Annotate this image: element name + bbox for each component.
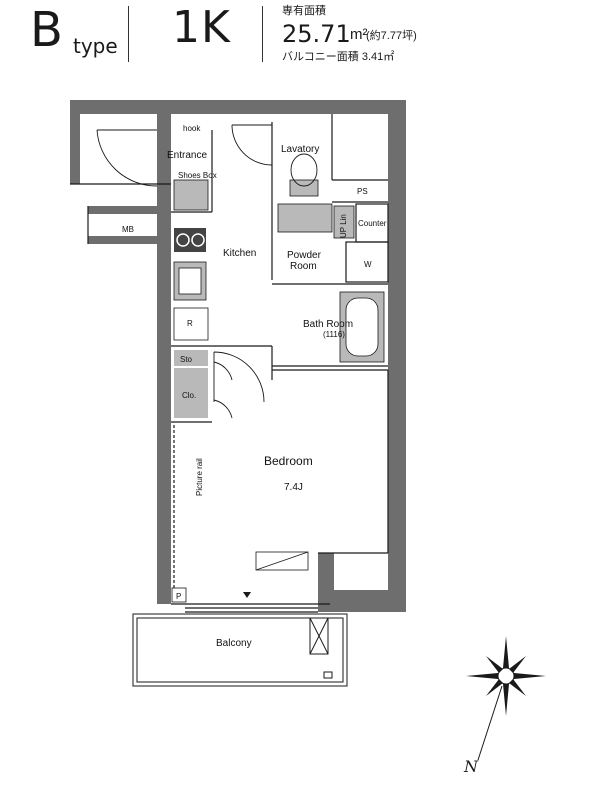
- bedroom-door: [213, 351, 265, 403]
- sink-basin: [178, 267, 202, 295]
- left-wall: [157, 114, 171, 604]
- label-up-lin: UP Lin: [339, 214, 348, 238]
- label-shoes-box: Shoes Box: [178, 171, 217, 180]
- entrance-door: [96, 129, 158, 187]
- balcony-inner: [136, 617, 344, 683]
- compass-spike: [466, 673, 498, 679]
- label-lavatory: Lavatory: [281, 144, 319, 155]
- storage-fixture: [174, 350, 208, 366]
- label-bath-size: (1116): [323, 330, 345, 339]
- w-box: [345, 241, 389, 283]
- label-p: P: [176, 592, 181, 601]
- compass-needle: [477, 685, 503, 761]
- mb-wall: [88, 206, 160, 214]
- kitchen-door: [231, 124, 273, 166]
- compass-spike: [503, 636, 509, 668]
- label-bedroom-size: 7.4J: [284, 482, 303, 493]
- compass-spike: [509, 679, 526, 696]
- stove-burner: [176, 233, 190, 247]
- skylight-mark: [255, 551, 309, 571]
- label-clo: Clo.: [182, 391, 196, 400]
- label-powder-room-2: Room: [290, 261, 317, 272]
- closet-door: [213, 361, 233, 419]
- fixtures: [171, 153, 385, 603]
- layout-type: 1K: [172, 2, 231, 53]
- header-divider: [128, 6, 129, 62]
- balcony-drain: [323, 671, 333, 679]
- doors: [96, 124, 273, 419]
- label-bath-room: Bath Room: [303, 319, 353, 330]
- top-wall: [70, 100, 406, 114]
- balcony-hatch-box: [309, 617, 329, 655]
- stove-burner: [191, 233, 205, 247]
- compass-spike: [486, 679, 503, 696]
- compass-spike: [503, 684, 509, 716]
- label-mb: MB: [122, 225, 134, 234]
- compass: N: [463, 636, 546, 776]
- label-sto: Sto: [180, 355, 193, 364]
- p-box: [171, 587, 187, 603]
- area-label: 専有面積: [282, 5, 326, 17]
- up-lin-fixture: [333, 205, 355, 239]
- stove-fixture: [174, 228, 206, 252]
- label-kitchen: Kitchen: [223, 248, 256, 259]
- entry-marker: [243, 592, 251, 598]
- label-hook: hook: [183, 124, 201, 133]
- mb-wall-bottom: [88, 236, 160, 244]
- compass-spike: [514, 673, 546, 679]
- label-w: W: [364, 260, 372, 269]
- header-divider: [262, 6, 263, 62]
- shoes-box-fixture: [173, 179, 209, 211]
- label-balcony: Balcony: [216, 638, 252, 649]
- area-unit: m²: [350, 26, 368, 43]
- room-labels: hook Entrance Shoes Box MB Kitchen Lavat…: [122, 124, 387, 649]
- toilet-bowl: [290, 153, 318, 187]
- label-ps: PS: [357, 187, 368, 196]
- header: B type 1K 専有面積 25.71 m² (約7.77坪) バルコニー面積…: [0, 0, 600, 80]
- vanity-fixture: [277, 203, 333, 233]
- label-counter: Counter: [358, 219, 387, 228]
- label-picture-rail: Picture rail: [195, 458, 204, 496]
- compass-north-label: N: [463, 757, 479, 776]
- type-letter: B: [30, 2, 63, 58]
- compass-spike: [486, 656, 503, 673]
- balcony-hatch: [309, 617, 329, 655]
- right-wall-notch: [318, 553, 334, 612]
- label-bedroom: Bedroom: [264, 454, 313, 468]
- area-tsubo: (約7.77坪): [366, 30, 417, 42]
- skylight-diagonal: [255, 551, 309, 571]
- balcony-outline: [132, 613, 348, 687]
- walls: [70, 100, 406, 612]
- balcony: [132, 613, 348, 687]
- closet-fixture: [174, 368, 208, 418]
- fridge-box: [173, 307, 209, 341]
- toilet-tank: [289, 179, 319, 197]
- label-entrance: Entrance: [167, 150, 207, 161]
- interior-lines: [70, 114, 389, 613]
- label-r: R: [187, 319, 193, 328]
- right-outer-wall: [330, 100, 406, 612]
- compass-spike: [509, 656, 526, 673]
- type-word: type: [73, 34, 118, 58]
- left-wall-upper: [70, 100, 80, 184]
- balcony-area: バルコニー面積 3.41㎡: [282, 51, 395, 63]
- area-value: 25.71: [282, 20, 351, 48]
- bathtub-inner: [345, 297, 379, 357]
- label-powder-room-1: Powder: [287, 250, 322, 261]
